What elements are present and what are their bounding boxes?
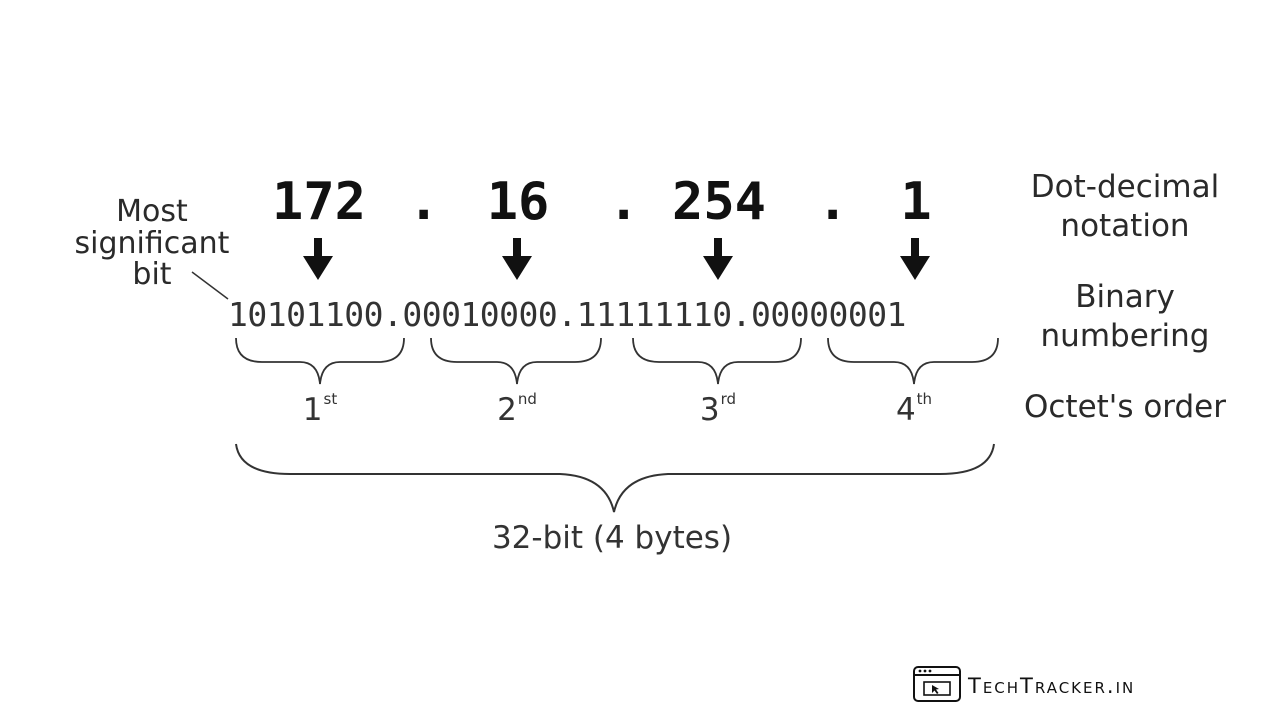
octet-order-number-3: 3	[699, 392, 720, 428]
octet-order-1: 1st	[270, 390, 370, 428]
arrow-down-icon-4	[900, 238, 930, 280]
octet-order-number-1: 1	[302, 392, 323, 428]
brand-name: TechTracker.in	[968, 674, 1136, 698]
octet-decimal-4: 1	[900, 172, 932, 232]
octet-brace-4	[827, 337, 999, 385]
octet-decimal-3: 254	[672, 172, 766, 232]
octet-binary-4: 00000001	[750, 295, 906, 334]
octet-decimal-1: 172	[272, 172, 366, 232]
browser-cursor-icon	[913, 666, 961, 702]
octet-brace-1	[235, 337, 405, 385]
dot-decimal-label-line-1: Dot-decimal	[1030, 169, 1220, 205]
arrow-down-icon-3	[703, 238, 733, 280]
decimal-separator-2: .	[608, 172, 640, 232]
decimal-separator-1: .	[408, 172, 440, 232]
octet-order-number-2: 2	[497, 392, 517, 428]
total-size-label: 32-bit (4 bytes)	[491, 520, 733, 556]
octet-order-4: 4th	[864, 390, 964, 428]
msb-label-line-2: significant	[74, 225, 230, 261]
msb-label-line-1: Most	[116, 194, 188, 229]
octet-binary-2: 00010000	[402, 295, 558, 334]
binary-separator-3: .	[731, 295, 752, 334]
msb-label-line-3: bit	[132, 257, 172, 292]
octet-order-3: 3rd	[668, 390, 768, 428]
dot-decimal-label: Dot-decimal notation	[1010, 168, 1240, 246]
binary-numbering-label-line-1: Binary	[1075, 279, 1175, 315]
binary-numbering-label-line-2: numbering	[1040, 317, 1210, 354]
octet-order-suffix-1: st	[323, 390, 338, 408]
octet-decimal-2: 16	[486, 172, 550, 232]
arrow-down-icon-1	[303, 238, 333, 280]
octet-binary-3: 11111110	[576, 295, 732, 334]
binary-separator-1: .	[382, 295, 403, 334]
octet-order-2: 2nd	[467, 390, 567, 428]
msb-pointer	[191, 271, 229, 300]
decimal-separator-3: .	[817, 172, 849, 232]
octet-binary-1: 10101100	[228, 295, 383, 334]
msb-label: Most significant bit	[52, 196, 252, 291]
octet-order-suffix-2: nd	[517, 390, 537, 408]
binary-numbering-label: Binary numbering	[1010, 278, 1240, 356]
octet-brace-3	[632, 337, 802, 385]
octet-order-suffix-3: rd	[720, 390, 737, 408]
octet-brace-2	[430, 337, 602, 385]
octet-order-number-4: 4	[895, 392, 916, 428]
binary-separator-2: .	[557, 295, 577, 334]
dot-decimal-label-line-2: notation	[1060, 207, 1190, 244]
total-brace	[235, 443, 995, 513]
arrow-down-icon-2	[502, 238, 532, 280]
binary-row: 10101100.00010000.11111110.00000001	[228, 298, 906, 331]
octet-order-label: Octet's order	[1023, 389, 1226, 425]
octet-order-suffix-4: th	[916, 390, 933, 408]
